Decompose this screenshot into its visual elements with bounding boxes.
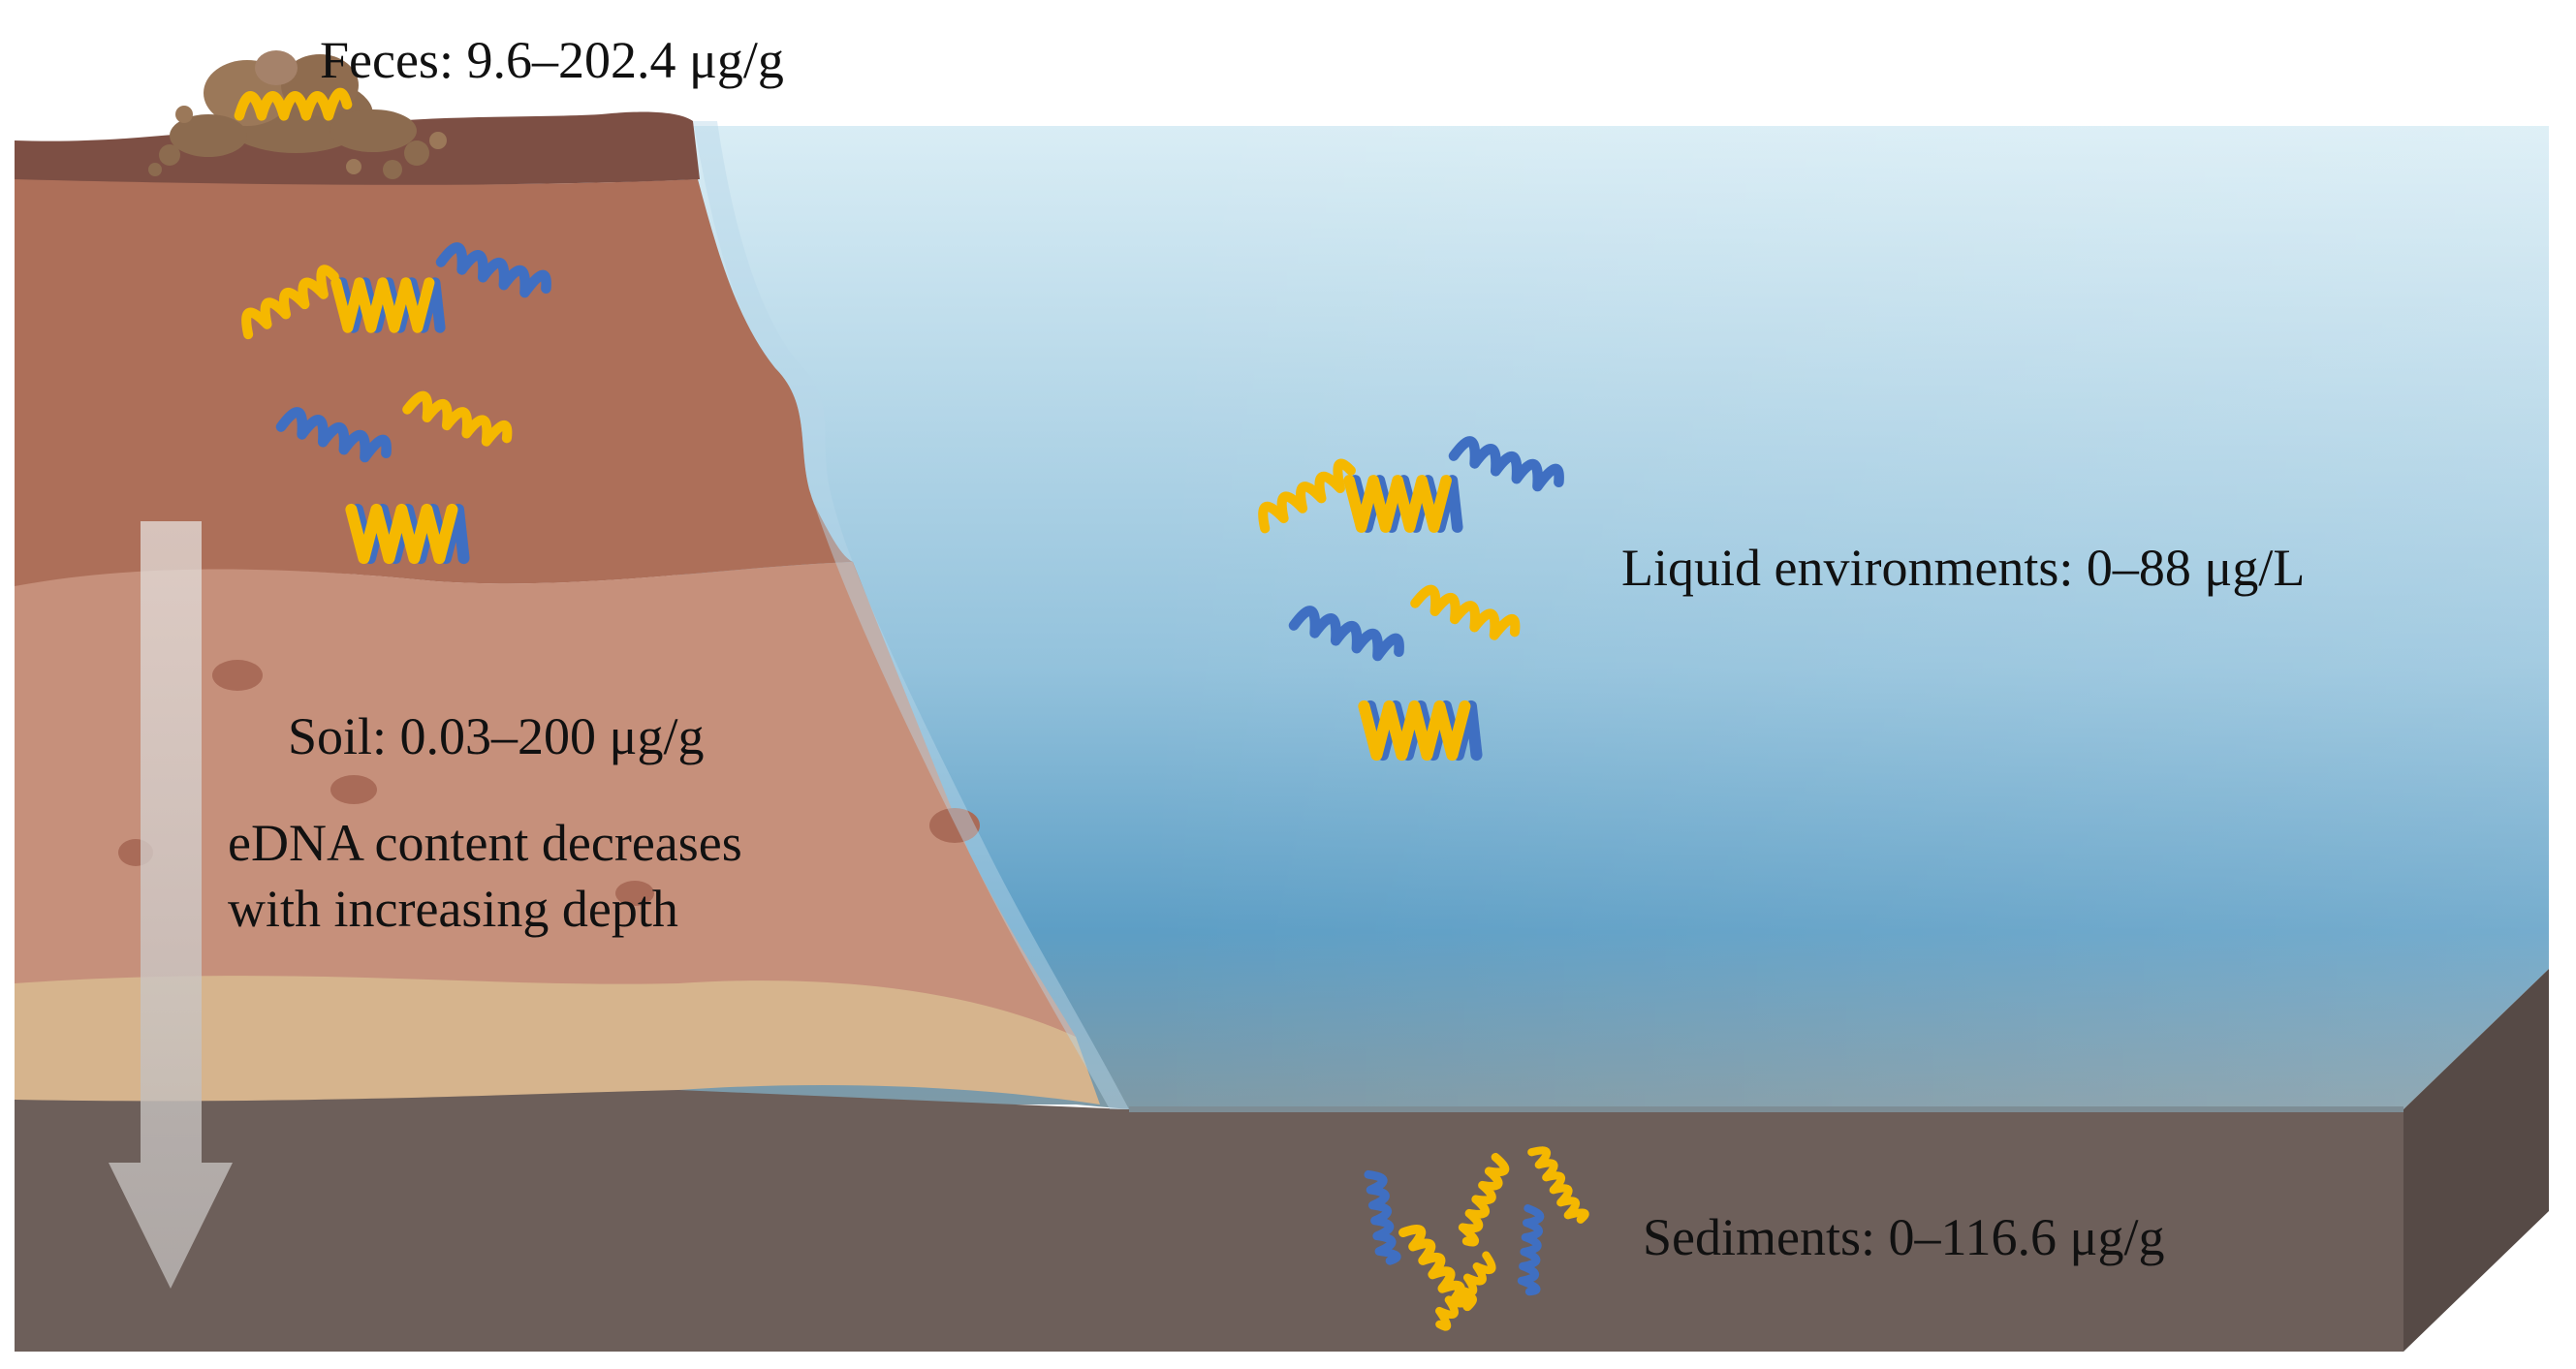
upper-soil-layer (15, 170, 853, 586)
liquid-label: Liquid environments: 0–88 μg/L (1621, 539, 2305, 597)
depth-note-line1: eDNA content decreases (228, 814, 742, 872)
shoreline-blend (693, 121, 1129, 1109)
pebble (212, 660, 263, 691)
pebble (929, 808, 980, 843)
depth-note-line2: with increasing depth (228, 880, 678, 938)
sediment-block (15, 969, 2549, 1352)
soil-label: Soil: 0.03–200 μg/g (288, 707, 705, 765)
sediments-label: Sediments: 0–116.6 μg/g (1643, 1208, 2164, 1266)
sediment-front-face (15, 1090, 2403, 1352)
pebble (615, 881, 654, 906)
water-body (678, 126, 2549, 1109)
middle-soil-layer (15, 562, 1076, 1037)
feces-pile-icon (148, 50, 447, 179)
pebble (330, 775, 377, 804)
down-arrow-icon (109, 521, 233, 1289)
water-surface-sheen (1129, 126, 2549, 1109)
sediment-side-face (2403, 969, 2549, 1352)
feces-label: Feces: 9.6–202.4 μg/g (320, 31, 784, 89)
sand-layer (15, 965, 1100, 1105)
